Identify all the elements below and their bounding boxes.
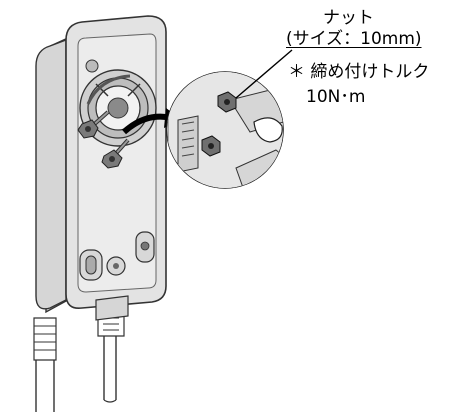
- clamp-bolt-lower: [101, 138, 130, 169]
- direction-switch: [135, 231, 155, 263]
- cable-right: [97, 311, 125, 403]
- clamp-bolt-upper: [77, 110, 110, 139]
- nut-label: ナット: [323, 8, 374, 28]
- center-screw: [106, 256, 126, 276]
- torque-value: 10N･m: [306, 87, 366, 107]
- torque-label: ＊ 締め付けトルク: [288, 62, 430, 82]
- manual-override-button: [79, 249, 103, 281]
- cable-gland: [95, 295, 129, 321]
- nut-icon: [217, 91, 237, 113]
- cable-left: [33, 317, 57, 412]
- zoom-detail-circle: [166, 71, 284, 189]
- shaft-clamp-mechanism: [79, 69, 157, 147]
- leader-line: [235, 49, 293, 99]
- nut-size-label: (サイズ：10mm): [286, 29, 422, 49]
- screw-icon: [85, 59, 99, 73]
